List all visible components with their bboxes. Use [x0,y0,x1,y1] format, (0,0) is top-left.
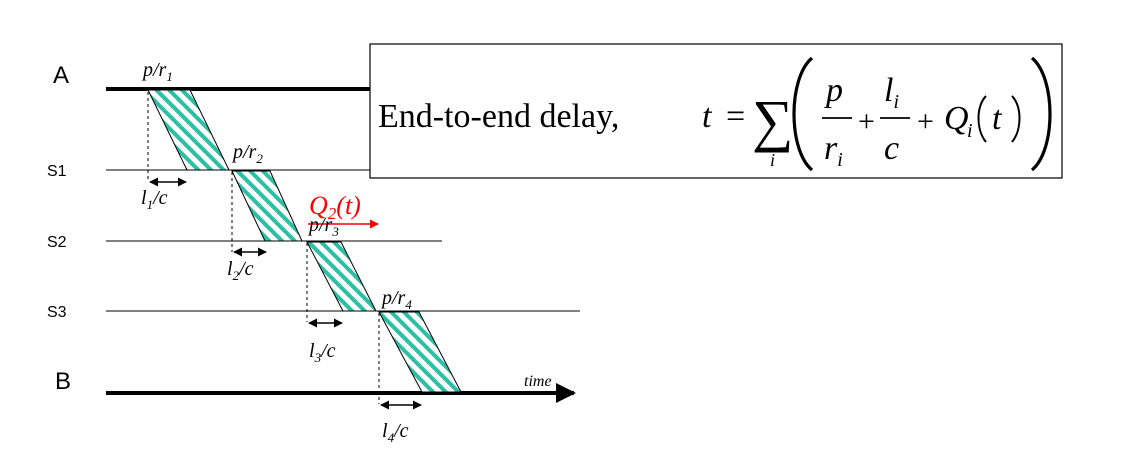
summation-sign: ∑ [752,88,793,153]
plus-sign-1: + [858,105,875,138]
fraction-p-numerator: p [824,72,843,109]
node-label-a: A [53,62,69,89]
packet-hop-3 [306,241,377,312]
packet-hop-1 [147,89,230,171]
label-p-r2: p/r2 [231,141,263,166]
formula-lead-text: End-to-end delay, [378,98,619,135]
plus-sign-2: + [917,105,934,138]
fraction-r-denominator: ri [824,130,843,171]
formula-q-argument: t [992,100,1003,137]
formula-box: End-to-end delay, t = ∑ i p ri + li c + … [369,43,1063,179]
small-left-paren [977,95,987,143]
node-label-s3: S3 [47,304,67,321]
fraction-l-numerator: li [884,72,899,113]
time-axis-label: time [524,373,552,390]
label-l3-c: l3/c [309,340,336,365]
formula-q: Q [944,100,969,137]
label-l2-c: l2/c [227,258,254,283]
formula-t: t [702,98,713,135]
packet-hop-2 [231,170,303,242]
label-p-r1: p/r1 [141,59,173,84]
label-p-r4: p/r4 [380,287,412,312]
formula-frame [369,43,1063,179]
big-left-paren [792,56,814,172]
formula-q-subscript: i [967,120,973,142]
label-l1-c: l1/c [141,187,168,212]
fraction-c-denominator: c [884,130,899,167]
summation-index: i [770,150,775,170]
small-right-paren [1011,95,1021,143]
formula-equals: = [726,98,745,135]
packet-hop-4 [378,311,462,393]
label-l4-c: l4/c [382,420,409,445]
node-label-s2: S2 [47,234,67,251]
label-p-r3: p/r3 [307,214,339,239]
node-label-b: B [55,368,71,395]
node-label-s1: S1 [47,163,67,180]
label-queue-q2: Q2(t) [309,191,361,223]
big-right-paren [1030,56,1052,172]
